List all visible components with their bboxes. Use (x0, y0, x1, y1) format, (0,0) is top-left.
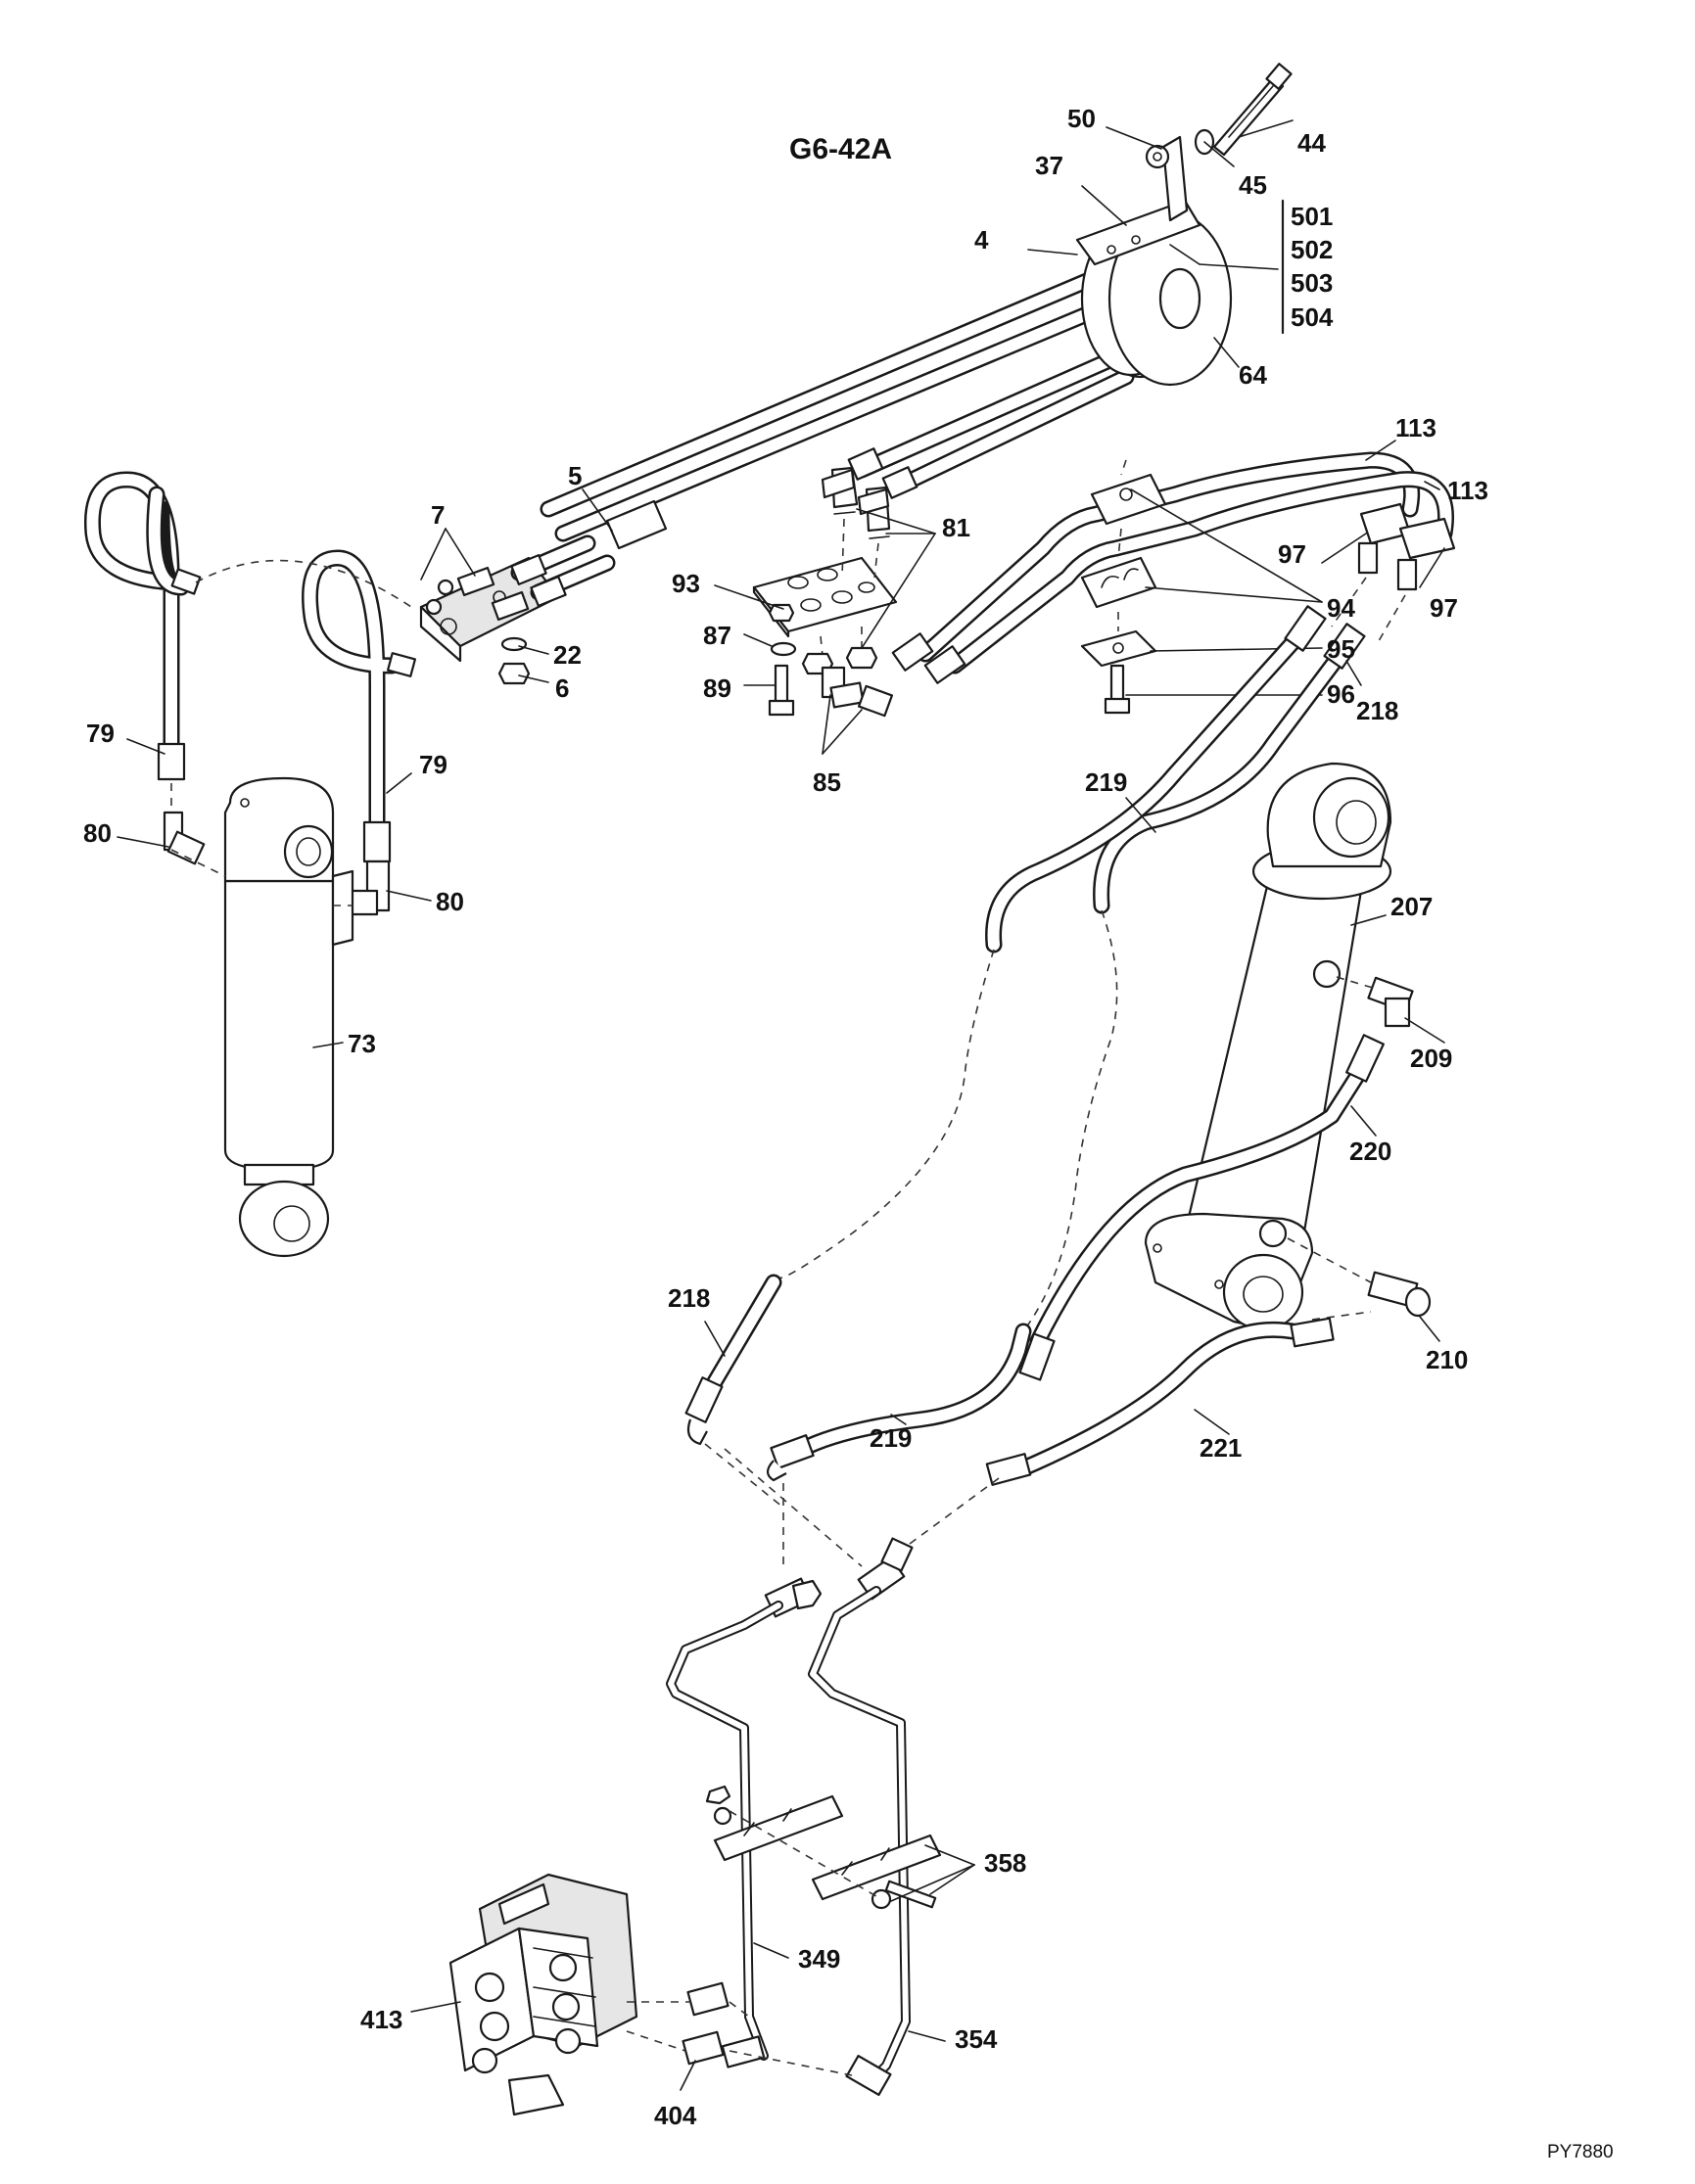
callout-22: 22 (553, 640, 582, 670)
callout-504: 504 (1291, 302, 1334, 332)
cylinder-207 (1144, 762, 1392, 1331)
callout-358: 358 (984, 1848, 1026, 1878)
callout-354: 354 (955, 2024, 998, 2054)
elbows-81 (821, 466, 891, 539)
callout-221: 221 (1200, 1433, 1242, 1463)
callout-45: 45 (1239, 170, 1267, 200)
callout-50: 50 (1067, 104, 1096, 133)
callout-502: 502 (1291, 235, 1333, 264)
adaptors-7 (425, 566, 530, 622)
callout-5: 5 (568, 461, 582, 490)
hose-bundle-4 (540, 256, 1145, 542)
callout-44: 44 (1297, 128, 1326, 158)
hose-221 (985, 1317, 1335, 1486)
elbow-80-right (346, 860, 391, 916)
callout-4: 4 (974, 225, 989, 255)
callout-349: 349 (798, 1944, 840, 1974)
elbow-209 (1367, 976, 1414, 1028)
callout-219-lower: 219 (870, 1423, 912, 1453)
callout-404: 404 (654, 2101, 697, 2130)
callout-81: 81 (942, 513, 970, 542)
hose-220 (1018, 1034, 1385, 1381)
callout-7: 7 (431, 500, 445, 530)
callout-89: 89 (703, 674, 731, 703)
callout-79-left: 79 (86, 719, 115, 748)
diagram-title: G6-42A (789, 133, 892, 165)
callout-209: 209 (1410, 1044, 1452, 1073)
tee-fittings (764, 1537, 914, 1618)
washer-87 (770, 641, 797, 657)
pipe-349 (666, 1601, 783, 2068)
callout-219-upper: 219 (1085, 767, 1127, 797)
washer-22 (500, 636, 528, 652)
hose-79-right (302, 549, 417, 863)
reel-bracket-37 (1075, 135, 1201, 266)
hose-218-upper (1093, 623, 1366, 914)
mounting-plate-93 (752, 556, 898, 638)
connectors-97 (1357, 502, 1456, 591)
bolt-44 (1212, 63, 1293, 157)
pipe-354 (808, 1586, 911, 2096)
callout-87: 87 (703, 621, 731, 650)
callout-85: 85 (813, 767, 841, 797)
hose-79-left (83, 471, 202, 781)
bolt-96 (1104, 664, 1131, 715)
callout-95: 95 (1327, 634, 1355, 664)
callout-80-right: 80 (436, 887, 464, 916)
callout-97-left: 97 (1278, 539, 1306, 569)
callout-218-lower: 218 (668, 1283, 710, 1313)
nut-6 (497, 662, 531, 685)
callout-64: 64 (1239, 360, 1267, 390)
fittings-85 (801, 646, 894, 718)
cylinder-73 (223, 776, 354, 1258)
control-valve-413 (448, 1873, 638, 2116)
callout-218-upper: 218 (1356, 696, 1398, 725)
callout-93: 93 (672, 569, 700, 598)
callout-113-lower: 113 (1447, 476, 1488, 505)
clamp-bars-358 (705, 1785, 942, 1910)
callout-501: 501 (1291, 202, 1333, 231)
adaptors-404 (682, 1981, 730, 2066)
hose-219-lower (766, 1323, 1032, 1482)
hose-219-upper (985, 605, 1327, 953)
clamp-94 (1080, 473, 1167, 609)
callout-220: 220 (1349, 1137, 1391, 1166)
bolt-89 (768, 664, 795, 717)
callout-80-left: 80 (83, 818, 112, 848)
callout-413: 413 (360, 2005, 402, 2034)
clamp-plate-95 (1080, 629, 1157, 668)
hose-ends-into-manifold (510, 534, 616, 607)
hose-clamp-5 (605, 499, 668, 550)
callout-207: 207 (1390, 892, 1433, 921)
callout-113-upper: 113 (1395, 413, 1436, 442)
callout-37: 37 (1035, 151, 1063, 180)
drawing-reference: PY7880 (1547, 2142, 1614, 2162)
callout-79-right: 79 (419, 750, 447, 779)
callout-210: 210 (1426, 1345, 1468, 1374)
callout-503: 503 (1291, 268, 1333, 298)
callout-97-right: 97 (1430, 593, 1458, 623)
callout-6: 6 (555, 674, 569, 703)
elbow-80-left (163, 811, 206, 865)
callout-96: 96 (1327, 679, 1355, 709)
callout-73: 73 (348, 1029, 376, 1058)
callout-94: 94 (1327, 593, 1355, 623)
elbow-210 (1367, 1271, 1432, 1318)
hose-218-lower (684, 1274, 782, 1446)
